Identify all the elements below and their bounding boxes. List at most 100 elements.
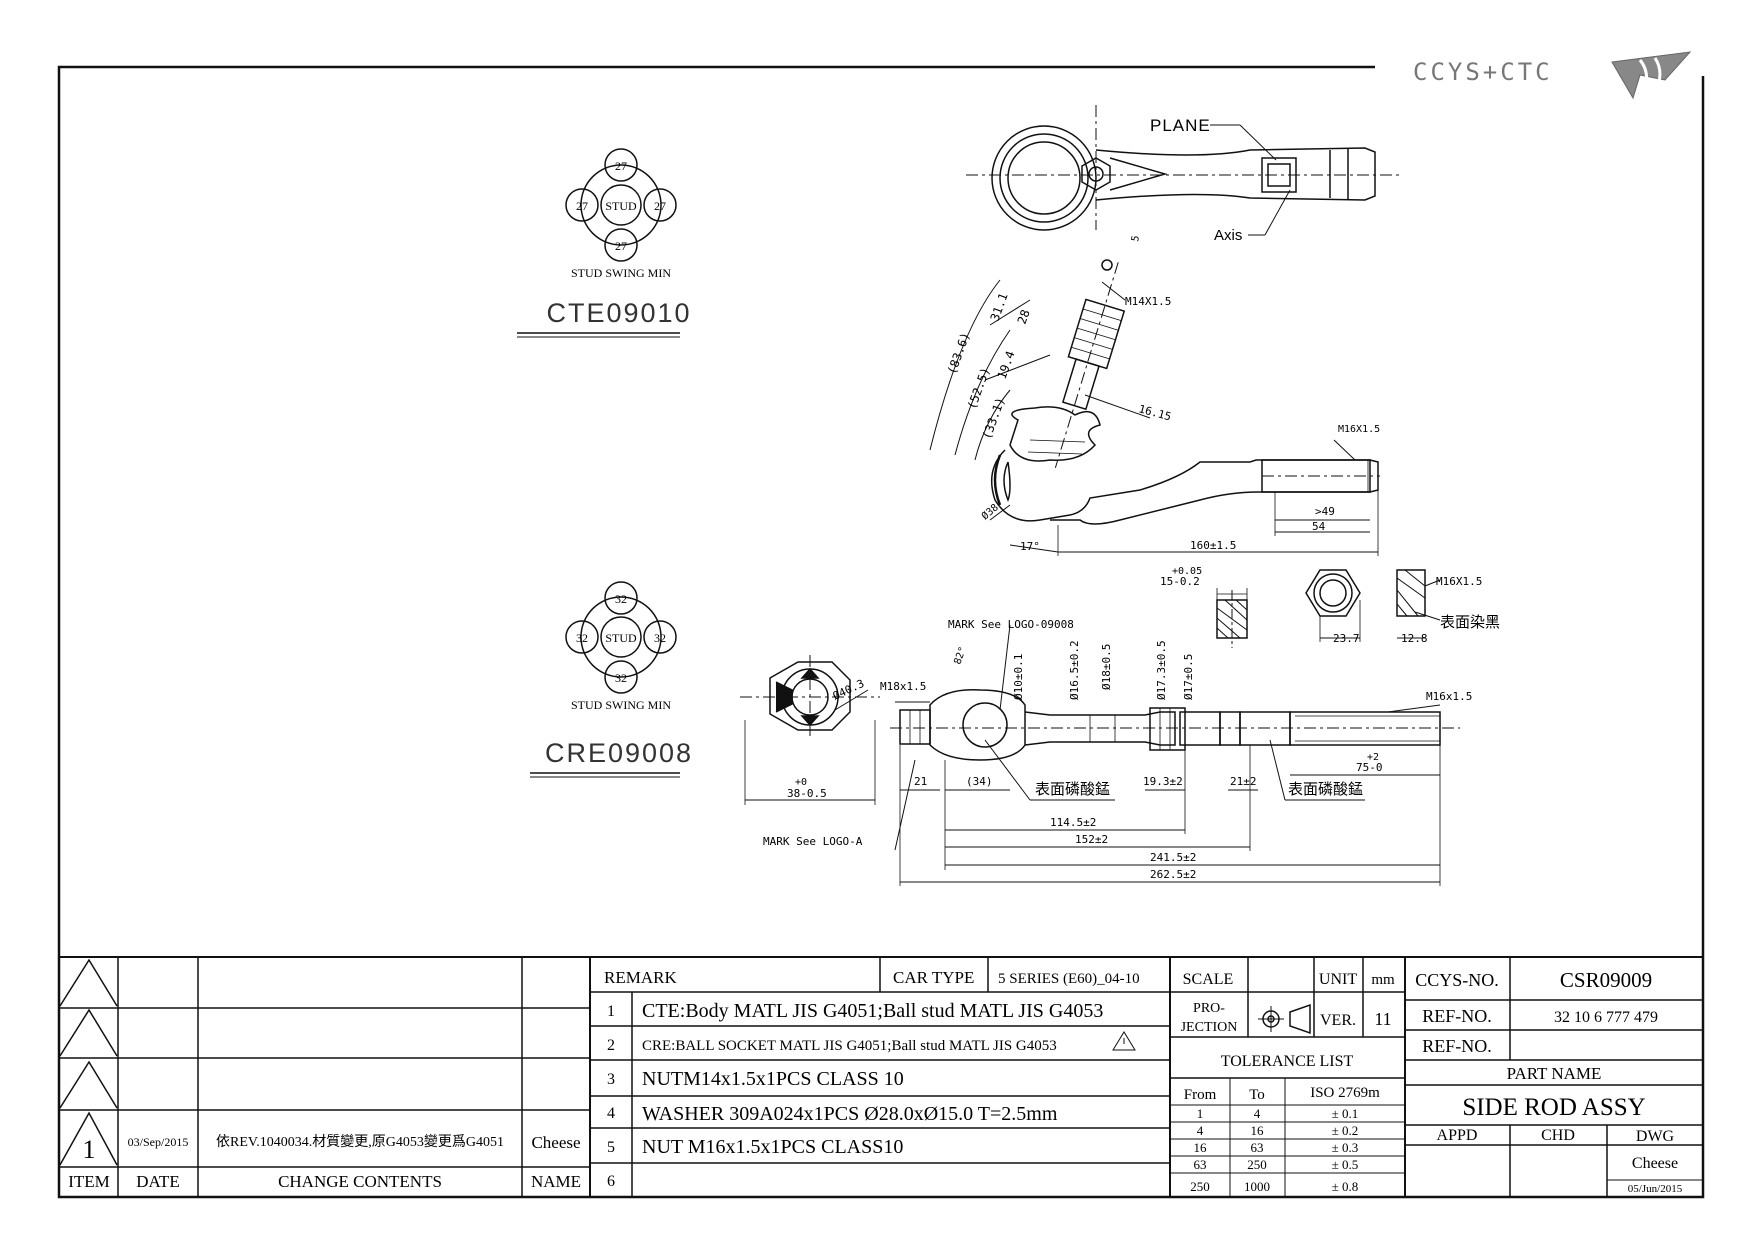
svg-text:63: 63 (1194, 1157, 1207, 1172)
svg-text:MARK See LOGO-09008: MARK See LOGO-09008 (948, 618, 1074, 631)
svg-text:NAME: NAME (531, 1172, 581, 1191)
svg-text:± 0.5: ± 0.5 (1332, 1157, 1359, 1172)
company-logo: CCYS+CTC (1413, 51, 1692, 100)
svg-text:27: 27 (576, 199, 588, 213)
nut-side-view (1396, 569, 1441, 639)
car-type-value: 5 SERIES (E60)_04-10 (998, 971, 1140, 987)
stud-swing-diagram-cre: STUD 32 32 32 32 STUD SWING MIN CRE09008 (530, 581, 693, 778)
svg-text:21: 21 (914, 775, 927, 788)
svg-text:CTE:Body MATL JIS G4051;Ball s: CTE:Body MATL JIS G4051;Ball stud MATL J… (642, 1000, 1103, 1022)
black-dye-note: 表面染黑 (1440, 614, 1500, 631)
svg-text:19.3±2: 19.3±2 (1143, 775, 1183, 788)
cre-side-view (890, 624, 1460, 886)
svg-text:STUD: STUD (605, 631, 637, 645)
svg-text:27: 27 (615, 239, 627, 253)
svg-text:± 0.1: ± 0.1 (1332, 1106, 1359, 1121)
svg-text:CHD: CHD (1541, 1127, 1575, 1144)
svg-text:160±1.5: 160±1.5 (1190, 539, 1236, 552)
svg-text:54: 54 (1312, 520, 1326, 533)
svg-text:>49: >49 (1315, 505, 1335, 518)
svg-text:114.5±2: 114.5±2 (1050, 816, 1096, 829)
washer-section-view (1216, 588, 1248, 648)
svg-text:Cheese: Cheese (531, 1133, 580, 1152)
svg-text:STUD SWING MIN: STUD SWING MIN (571, 698, 671, 712)
svg-text:CHANGE CONTENTS: CHANGE CONTENTS (278, 1172, 442, 1191)
svg-text:27: 27 (654, 199, 666, 213)
cte-side-view (929, 259, 1380, 556)
drawn-by: Cheese (1632, 1155, 1678, 1172)
svg-text:JECTION: JECTION (1181, 1020, 1238, 1035)
part-code-cre: CRE09008 (545, 738, 693, 768)
scale-projection-block: SCALE UNIT mm PRO- JECTION VER. 11 (1181, 971, 1395, 1035)
svg-text:16: 16 (1194, 1140, 1208, 1155)
svg-text:SCALE: SCALE (1183, 971, 1234, 988)
svg-text:5: 5 (1130, 235, 1142, 243)
svg-text:依REV.1040034.材質變更,原G4053變更爲G40: 依REV.1040034.材質變更,原G4053變更爲G4051 (216, 1134, 504, 1150)
svg-text:1000: 1000 (1244, 1179, 1270, 1194)
svg-text:+0: +0 (795, 777, 807, 788)
svg-text:PART NAME: PART NAME (1507, 1064, 1602, 1083)
svg-text:Ø18±0.5: Ø18±0.5 (1100, 644, 1113, 690)
svg-text:17°: 17° (1020, 540, 1040, 553)
svg-text:CRE:BALL SOCKET MATL JIS G4051: CRE:BALL SOCKET MATL JIS G4051;Ball stud… (642, 1038, 1057, 1054)
svg-text:32: 32 (615, 671, 627, 685)
ccys-number: CSR09009 (1560, 968, 1652, 992)
version-value: 11 (1374, 1009, 1391, 1029)
svg-text:NUT M16x1.5x1PCS CLASS10: NUT M16x1.5x1PCS CLASS10 (642, 1136, 903, 1158)
logo-text: CCYS+CTC (1413, 58, 1553, 86)
cte-top-view (966, 105, 1400, 236)
svg-text:32: 32 (615, 592, 627, 606)
svg-text:Ø40.3: Ø40.3 (831, 677, 867, 703)
svg-text:31.1: 31.1 (988, 291, 1011, 323)
svg-text:2: 2 (607, 1037, 615, 1054)
svg-text:CAR TYPE: CAR TYPE (893, 968, 974, 987)
svg-text:4: 4 (607, 1105, 615, 1122)
cre-dimensions: MARK See LOGO-09008 MARK See LOGO-A Ø40.… (763, 566, 1482, 881)
svg-text:UNIT: UNIT (1319, 971, 1357, 988)
svg-text:(33.1): (33.1) (980, 395, 1008, 441)
svg-text:241.5±2: 241.5±2 (1150, 851, 1196, 864)
svg-text:TOLERANCE LIST: TOLERANCE LIST (1221, 1053, 1354, 1070)
svg-text:250: 250 (1190, 1179, 1210, 1194)
svg-text:Ø17±0.5: Ø17±0.5 (1182, 654, 1195, 700)
svg-text:1: 1 (83, 1135, 96, 1164)
svg-text:21±2: 21±2 (1230, 775, 1257, 788)
svg-text:32: 32 (654, 631, 666, 645)
svg-text:PRO-: PRO- (1193, 1001, 1225, 1016)
svg-text:38-0.5: 38-0.5 (787, 787, 827, 800)
svg-text:4: 4 (1254, 1106, 1261, 1121)
svg-text:(34): (34) (966, 775, 993, 788)
svg-text:Ø17.3±0.5: Ø17.3±0.5 (1155, 640, 1168, 700)
svg-text:32: 32 (576, 631, 588, 645)
part-info-block: CCYS-NO. CSR09009 REF-NO. 32 10 6 777 47… (1415, 968, 1682, 1195)
svg-text:1: 1 (607, 1003, 615, 1020)
phosphate-note-1: 表面磷酸錳 (1035, 781, 1110, 798)
svg-text:DATE: DATE (136, 1172, 179, 1191)
svg-text:± 0.2: ± 0.2 (1332, 1123, 1359, 1138)
svg-text:M16x1.5: M16x1.5 (1426, 690, 1472, 703)
svg-text:M16X1.5: M16X1.5 (1338, 424, 1380, 435)
svg-text:REF-NO.: REF-NO. (1422, 1036, 1492, 1056)
svg-text:250: 250 (1247, 1157, 1267, 1172)
svg-text:1: 1 (1197, 1106, 1204, 1121)
svg-text:+2: +2 (1367, 752, 1379, 763)
svg-text:To: To (1249, 1087, 1265, 1103)
svg-text:M14X1.5: M14X1.5 (1125, 295, 1171, 308)
svg-text:15-0.2: 15-0.2 (1160, 575, 1200, 588)
part-code-cte: CTE09010 (546, 298, 691, 328)
svg-text:VER.: VER. (1320, 1012, 1356, 1029)
drawn-date: 05/Jun/2015 (1628, 1183, 1683, 1195)
svg-text:82°: 82° (952, 645, 969, 666)
svg-text:28: 28 (1015, 308, 1033, 326)
svg-text:± 0.8: ± 0.8 (1332, 1179, 1359, 1194)
svg-text:3: 3 (607, 1071, 615, 1088)
svg-text:REF-NO.: REF-NO. (1422, 1006, 1492, 1026)
svg-text:Ø16.5±0.2: Ø16.5±0.2 (1068, 640, 1081, 700)
phosphate-note-2: 表面磷酸錳 (1288, 781, 1363, 798)
tolerance-list: TOLERANCE LIST From To ISO 2769m 1 4 ± 0… (1184, 1053, 1380, 1194)
svg-text:NUTM14x1.5x1PCS CLASS 10: NUTM14x1.5x1PCS CLASS 10 (642, 1068, 904, 1090)
svg-text:03/Sep/2015: 03/Sep/2015 (128, 1135, 189, 1149)
svg-text:4: 4 (1197, 1123, 1204, 1138)
svg-text:M18x1.5: M18x1.5 (880, 680, 926, 693)
